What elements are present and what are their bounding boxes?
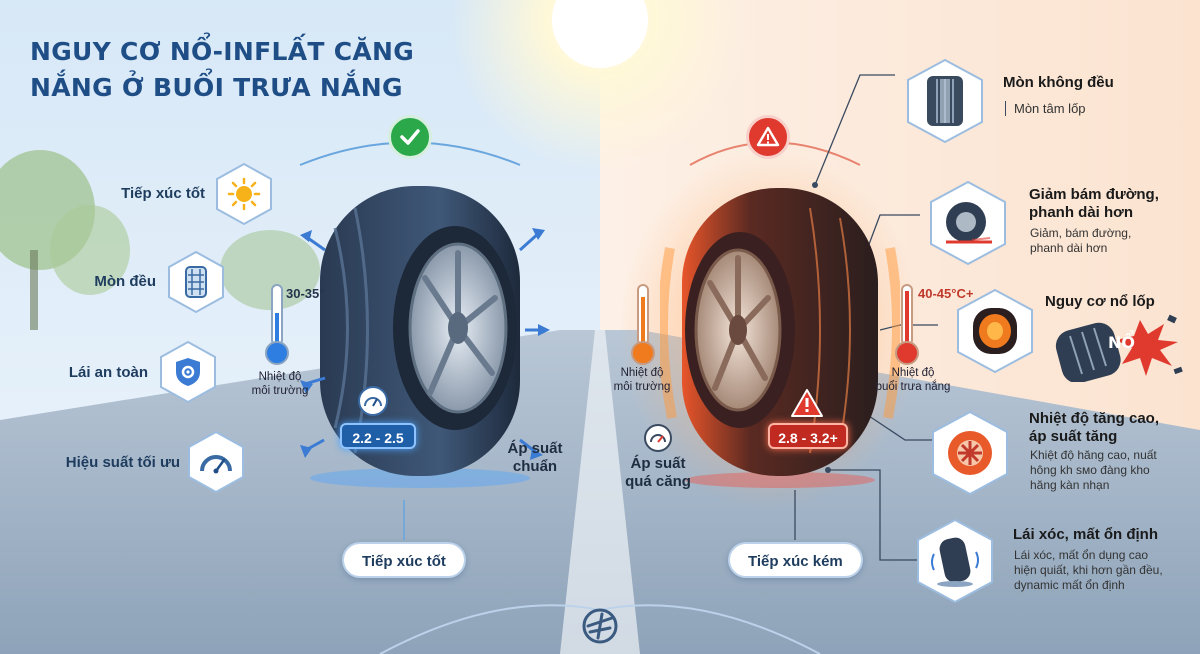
- uneven-wear-icon: [905, 58, 985, 144]
- left-contact-label: Tiếp xúc tốt: [342, 542, 466, 578]
- thermometer-hot-icon: [631, 284, 655, 365]
- right-temp-caption-right: Nhiệt độ buổi trưa nắng: [875, 367, 951, 393]
- risk-4-title: Nhiệt độ tăng cao, áp suất tăng: [1029, 410, 1160, 445]
- feature-safe-drive-label: Lái an toàn: [68, 364, 148, 381]
- pressure-warning-icon: [791, 389, 823, 417]
- title-line-2: NẮNG Ở BUỔI TRƯA NẮNG: [30, 73, 403, 102]
- right-gauge-icon: [644, 424, 672, 452]
- risk-2-title: Giảm bám đường, phanh dài hơn: [1029, 186, 1159, 221]
- right-pressure-caption: Áp suất quá căng: [625, 455, 691, 490]
- check-icon: [388, 115, 432, 159]
- feature-optimal-performance-label: Hiệu suất tối ưu: [65, 454, 180, 471]
- left-temp-range: 30-35°: [286, 286, 325, 301]
- feature-even-wear-label: Mòn đều: [94, 273, 156, 290]
- brand-logo-icon: [582, 608, 618, 644]
- speedometer-icon: [186, 430, 246, 494]
- risk-3-title: Nguy cơ nổ lốp: [1045, 293, 1155, 310]
- braking-icon: [928, 180, 1008, 266]
- feature-good-contact-label: Tiếp xúc tốt: [121, 185, 205, 202]
- thermometer-red-icon: [895, 284, 919, 365]
- blowout-tire-icon: [1055, 314, 1183, 382]
- left-temp-caption: Nhiệt độ môi trường: [251, 371, 309, 397]
- hot-wheel-icon: [930, 410, 1010, 496]
- thermometer-icon: [265, 284, 289, 365]
- risk-2-sub: Giảm, bám đường, phanh dài hơn: [1030, 226, 1132, 255]
- burst-text: NỔ: [1108, 333, 1135, 352]
- shield-gear-icon: [158, 340, 218, 404]
- overheat-tire-icon: [955, 288, 1035, 374]
- left-gauge-icon: [358, 386, 388, 416]
- unstable-drive-icon: [915, 518, 995, 604]
- right-temp-range: 40-45°C+: [918, 286, 974, 301]
- right-contact-label: Tiếp xúc kém: [728, 542, 863, 578]
- sun-icon: [214, 162, 274, 226]
- tread-icon: [166, 250, 226, 314]
- risk-5-sub: Lái xóc, mất ổn dụng cao hiện quiất, khi…: [1014, 548, 1163, 592]
- warning-icon: [746, 115, 790, 159]
- right-temp-caption-center: Nhiệt độ môi trường: [613, 367, 671, 393]
- risk-1-sub: Mòn tâm lốp: [1005, 101, 1086, 116]
- right-tire: [660, 188, 900, 488]
- risk-5-title: Lái xóc, mất ổn định: [1013, 526, 1159, 543]
- risk-1-title: Mòn không đều: [1003, 74, 1114, 91]
- page-title: NGUY CƠ NỔ-INFLẤT CĂNG NẮNG Ở BUỔI TRƯA …: [30, 34, 414, 106]
- left-pressure-caption: Áp suất chuẩn: [507, 440, 563, 475]
- title-line-1: NGUY CƠ NỔ-INFLẤT CĂNG: [30, 37, 415, 66]
- right-pressure-value: 2.8 - 3.2+: [768, 423, 848, 449]
- risk-4-sub: Khiệt độ hăng cao, nuất hông kh sмo đàng…: [1030, 448, 1157, 492]
- left-pressure-value: 2.2 - 2.5: [340, 423, 416, 449]
